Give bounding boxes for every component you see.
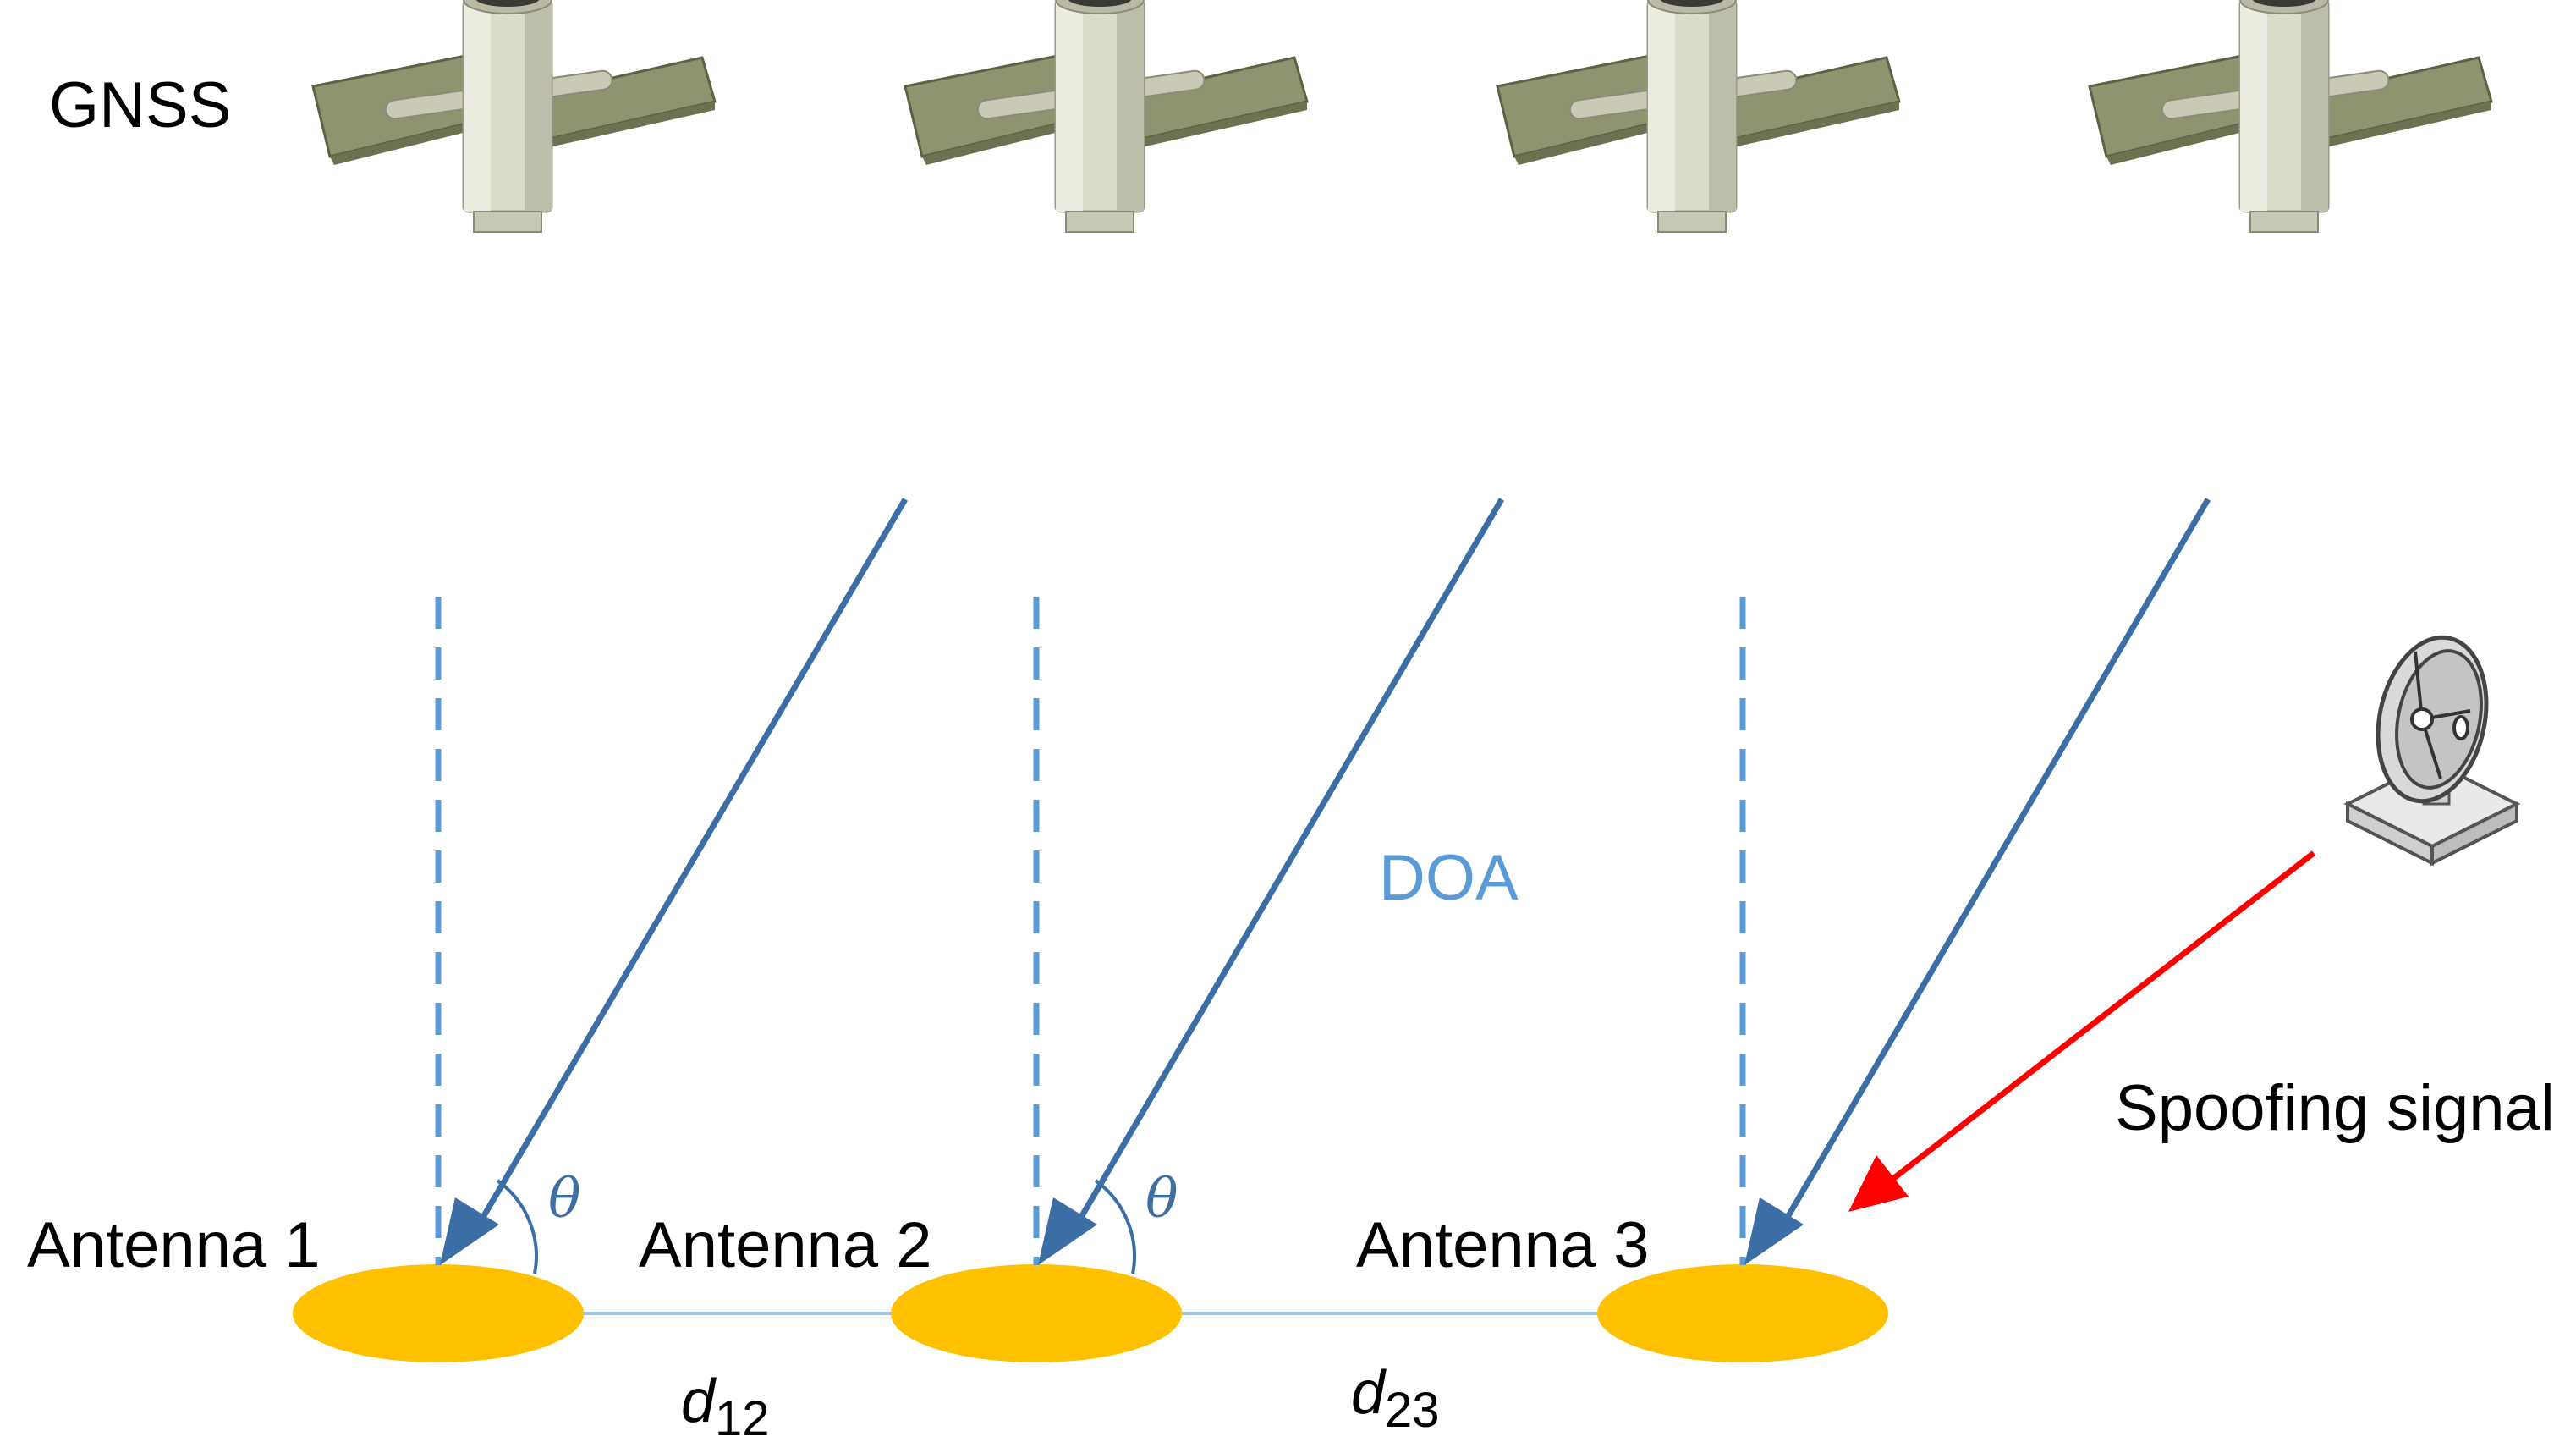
signal-arrow-1: [479, 498, 909, 1220]
signal-arrowhead-3: [1744, 1197, 1804, 1265]
gnss-label: GNSS: [49, 69, 231, 141]
antenna-1-label: Antenna 1: [27, 1209, 321, 1281]
signal-arrowhead-1: [440, 1197, 499, 1265]
antenna-2-label: Antenna 2: [639, 1209, 932, 1281]
signal-arrow-2: [1077, 498, 1505, 1220]
antenna-1-pad: [293, 1264, 584, 1362]
satellite-icon: [904, 0, 1309, 234]
signal-arrowhead-2: [1038, 1197, 1097, 1265]
antenna-3-pad: [1597, 1264, 1888, 1362]
spoofing-arrow: [1888, 850, 2316, 1183]
spoofing-arrowhead: [1848, 1155, 1909, 1212]
angle-arc-1: [496, 1179, 538, 1274]
signal-arrow-3: [1783, 498, 2211, 1220]
antenna-2-pad: [891, 1264, 1182, 1362]
spoofing-signal-label: Spoofing signal: [2115, 1072, 2555, 1144]
antenna-3-label: Antenna 3: [1356, 1209, 1650, 1281]
spoofing-dish-icon: [2343, 635, 2521, 867]
angle-arc-2: [1094, 1179, 1136, 1274]
distance-d12-label: d12: [681, 1368, 770, 1446]
theta-label-1: θ: [548, 1168, 581, 1230]
theta-label-2: θ: [1145, 1168, 1178, 1230]
doa-label: DOA: [1379, 842, 1519, 914]
distance-d23-label: d23: [1351, 1359, 1440, 1438]
satellite-icon: [311, 0, 717, 234]
satellite-icon: [1496, 0, 1901, 234]
satellite-icon: [2088, 0, 2493, 234]
